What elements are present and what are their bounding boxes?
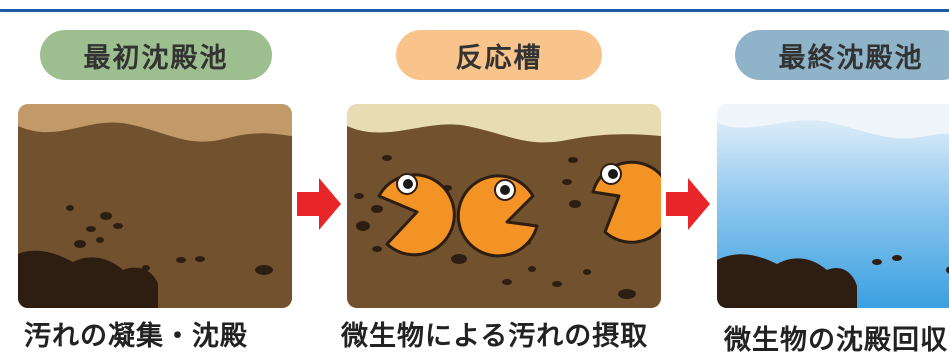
- reaction-tank-illustration: [347, 104, 661, 308]
- primary-sedimentation-illustration: [18, 104, 292, 308]
- microbe-icon-3: [591, 160, 661, 244]
- microbe-icon-2: [456, 174, 539, 258]
- stage-title-primary-sedimentation: 最初沈殿池: [40, 30, 272, 80]
- microbe-icon-1: [377, 173, 456, 257]
- caption-final-sedimentation: 微生物の沈殿回収: [724, 325, 948, 356]
- caption-reaction-tank: 微生物による汚れの摂取: [341, 321, 649, 352]
- arrow-right-icon: [666, 178, 710, 230]
- stage-title-final-sedimentation: 最終沈殿池: [735, 30, 949, 80]
- stage-title-reaction-tank: 反応槽: [396, 30, 602, 80]
- top-frame: [0, 0, 949, 12]
- arrow-right-icon: [297, 178, 341, 230]
- caption-primary-sedimentation: 汚れの凝集・沈殿: [24, 321, 248, 352]
- final-sedimentation-illustration: [717, 104, 949, 308]
